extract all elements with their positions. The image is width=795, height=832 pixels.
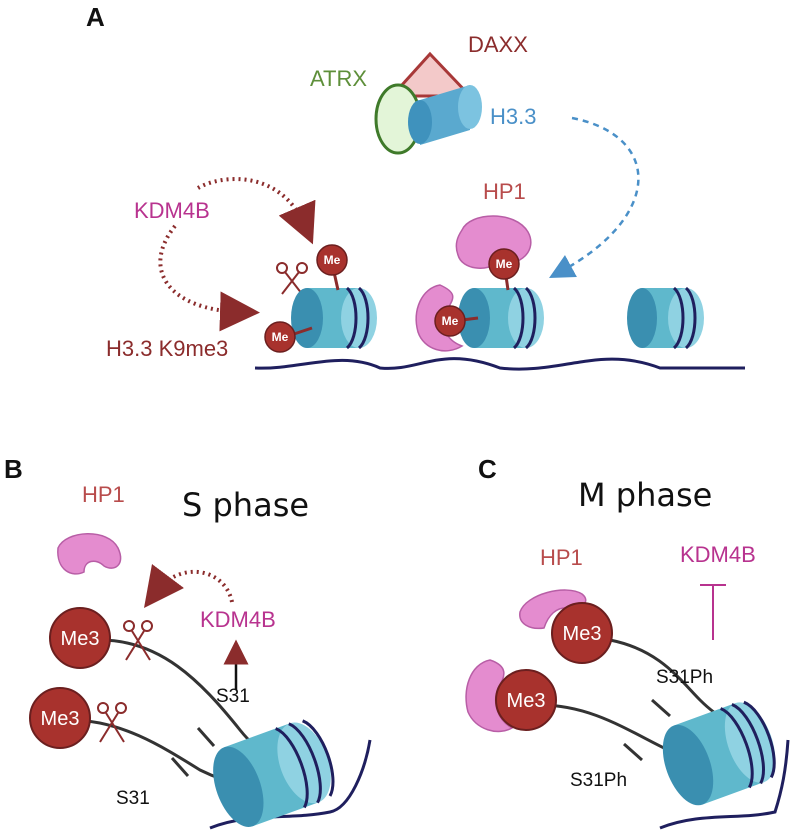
scissors-icon (97, 702, 127, 743)
me3-label: Me3 (41, 708, 80, 730)
me3-mark (29, 687, 91, 749)
kdm4b-label-c: KDM4B (680, 542, 756, 567)
s31ph-tick (651, 698, 671, 718)
hp1-label-b: HP1 (82, 482, 125, 507)
inhibition-symbol (700, 584, 726, 640)
methyl-mark (316, 244, 348, 276)
dna-strand-a (254, 357, 745, 371)
hp1-label-c: HP1 (540, 545, 583, 570)
scissors-icon (276, 262, 308, 295)
s31ph-tick (623, 742, 643, 762)
panel-c: C M phase HP1 KDM4B S31Ph S31Ph Me3 Me3 (465, 454, 790, 830)
hp1-protein (57, 533, 122, 575)
kdm4b-arrow-upper (196, 177, 316, 245)
h33-k9me3-label: H3.3 K9me3 (106, 336, 228, 361)
atrx-label: ATRX (310, 66, 367, 91)
kdm4b-label-b: KDM4B (200, 607, 276, 632)
methyl-mark (434, 305, 466, 337)
nucleosome-3 (627, 286, 704, 350)
me3-mark (551, 602, 613, 664)
panel-b: B S phase HP1 KDM4B S31 S31 Me3 (4, 454, 372, 830)
scissors-icon (123, 620, 153, 661)
s31ph-label: S31Ph (570, 770, 627, 791)
panel-a-letter: A (86, 2, 105, 32)
nucleosome-b (213, 719, 335, 827)
methyl-mark (264, 321, 296, 353)
methyl-label: Me (272, 330, 289, 344)
me3-label: Me3 (507, 690, 546, 712)
panel-a: A DAXX ATRX H3.3 KDM4B H3.3 K9me3 (86, 2, 745, 371)
h33-label: H3.3 (490, 104, 536, 129)
panel-c-letter: C (478, 454, 497, 484)
nucleosome-1 (291, 286, 377, 350)
h33-cylinder (408, 85, 482, 145)
methyl-label: Me (442, 314, 459, 328)
methyl-label: Me (496, 257, 513, 271)
panel-b-title: S phase (182, 486, 309, 524)
methyl-label: Me (324, 253, 341, 267)
daxx-label: DAXX (468, 32, 528, 57)
hp1-label-a: HP1 (483, 179, 526, 204)
hp1-protein (465, 659, 514, 733)
methyl-mark (488, 248, 520, 280)
kdm4b-arrow-lower (158, 224, 260, 332)
s31-label: S31 (216, 686, 250, 707)
me3-label: Me3 (563, 623, 602, 645)
dna-strand-c (659, 739, 790, 830)
me3-label: Me3 (61, 628, 100, 650)
s31-tick (196, 727, 216, 747)
kdm4b-arrow-b (143, 563, 234, 608)
h33-deposition-arrow (549, 116, 640, 278)
daxx-triangle (388, 51, 474, 98)
s31-label: S31 (116, 788, 150, 809)
panel-b-letter: B (4, 454, 23, 484)
panel-c-title: M phase (578, 476, 712, 514)
nucleosome-c (662, 700, 776, 806)
kdm4b-label-a: KDM4B (134, 198, 210, 223)
me3-mark (49, 607, 111, 669)
s31-tick (170, 757, 190, 777)
atrx-daxx-h33-complex: DAXX ATRX H3.3 (310, 32, 536, 155)
s31ph-label: S31Ph (656, 667, 713, 688)
me3-mark (495, 669, 557, 731)
